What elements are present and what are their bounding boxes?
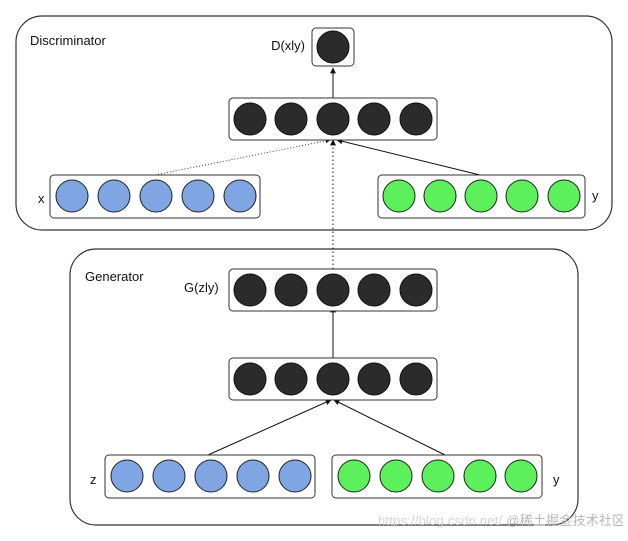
discriminator-input-x-label: x: [38, 191, 45, 206]
neuron: [233, 273, 267, 307]
generator-panel: [69, 248, 579, 526]
neuron: [337, 459, 371, 493]
neuron: [55, 179, 89, 213]
discriminator-output-neuron: [316, 30, 350, 64]
generator-input-y-neurons: [337, 459, 538, 493]
neuron: [379, 459, 413, 493]
neuron: [504, 459, 538, 493]
neuron: [357, 273, 391, 307]
neuron: [110, 459, 144, 493]
generator-input-z-label: z: [90, 472, 97, 487]
neuron: [421, 459, 455, 493]
neuron: [233, 362, 267, 396]
neuron: [316, 102, 350, 136]
generator-title: Generator: [85, 269, 144, 284]
neuron: [274, 102, 308, 136]
discriminator-hidden-neurons: [233, 102, 433, 136]
generator-output-neurons: [233, 273, 433, 307]
discriminator-input-y-label: y: [592, 188, 599, 203]
generator-output-label: G(zly): [184, 280, 219, 295]
neuron: [278, 459, 312, 493]
edge-disc-input-x-to-hidden: [154, 138, 331, 176]
generator-input-z-neurons: [110, 459, 312, 493]
neuron: [505, 179, 539, 213]
neuron: [181, 179, 215, 213]
neuron: [399, 362, 433, 396]
neuron: [399, 102, 433, 136]
neuron: [316, 362, 350, 396]
neuron: [152, 459, 186, 493]
neuron: [464, 179, 498, 213]
neuron: [139, 179, 173, 213]
discriminator-input-x-neurons: [55, 179, 257, 213]
neuron: [97, 179, 131, 213]
neuron: [382, 179, 416, 213]
neuron: [274, 362, 308, 396]
watermark: https://blog.csdn.net/@稀土掘金技术社区: [378, 510, 623, 530]
discriminator-panel: [15, 15, 613, 231]
neuron: [223, 179, 257, 213]
generator-hidden-neurons: [233, 362, 433, 396]
neuron: [463, 459, 497, 493]
neuron: [194, 459, 228, 493]
edge-gen-input-y-to-hidden: [333, 399, 446, 456]
neuron: [233, 102, 267, 136]
edge-gen-input-z-to-hidden: [207, 399, 332, 456]
watermark-text: @稀土掘金技术社区: [506, 513, 623, 528]
neuron: [236, 459, 270, 493]
discriminator-input-y-neurons: [382, 179, 581, 213]
neuron: [357, 102, 391, 136]
neuron: [274, 273, 308, 307]
connections: [154, 67, 481, 456]
watermark-url: https://blog.csdn.net/: [378, 513, 503, 528]
neuron: [399, 273, 433, 307]
generator-input-y-label: y: [553, 472, 560, 487]
neuron: [316, 273, 350, 307]
discriminator-title: Discriminator: [30, 33, 107, 48]
neuron: [423, 179, 457, 213]
neuron: [547, 179, 581, 213]
edge-disc-input-y-to-hidden: [336, 138, 481, 176]
discriminator-output-label: D(xly): [271, 38, 305, 53]
neuron: [357, 362, 391, 396]
